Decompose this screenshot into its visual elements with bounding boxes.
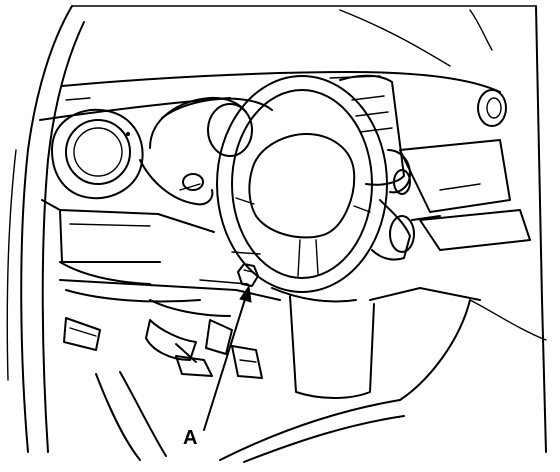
windshield	[71, 5, 536, 67]
left-pillar	[6, 5, 85, 453]
steering-wheel	[216, 75, 388, 293]
instrument-cluster	[139, 96, 273, 206]
right-vent	[399, 89, 531, 251]
left-gauge	[51, 108, 144, 200]
callout-label-a: A	[183, 427, 198, 449]
floor	[95, 5, 547, 463]
pedals	[175, 345, 263, 379]
callout-leader	[203, 284, 252, 431]
component-a	[237, 263, 259, 287]
steering-column	[271, 287, 481, 399]
dashboard-top	[39, 71, 501, 121]
lower-dashboard	[41, 199, 281, 317]
center-console	[339, 74, 441, 261]
lower-left-panel	[63, 317, 233, 363]
